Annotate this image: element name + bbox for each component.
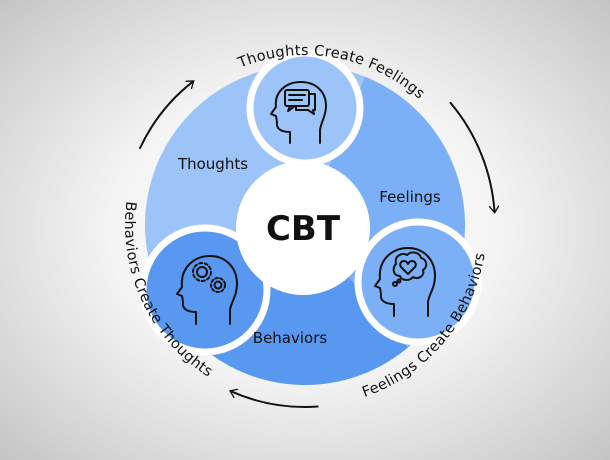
thoughts-label: Thoughts [177, 155, 248, 173]
head-speech-bubbles-icon [270, 81, 327, 144]
center-title: CBT [266, 209, 341, 249]
behaviors-lobe [139, 224, 271, 356]
feelings-label: Feelings [379, 188, 441, 206]
thoughts-lobe [246, 49, 364, 167]
head-heart-thought-icon [374, 247, 436, 317]
arrow-behaviors-to-thoughts [231, 391, 319, 408]
arrow-thoughts-to-feelings [139, 82, 193, 150]
center-circle [236, 161, 370, 295]
feelings-lobe [354, 218, 482, 346]
arrow-feelings-to-behaviors [449, 101, 495, 212]
head-gears-icon [176, 255, 238, 325]
behaviors-label: Behaviors [253, 329, 328, 347]
